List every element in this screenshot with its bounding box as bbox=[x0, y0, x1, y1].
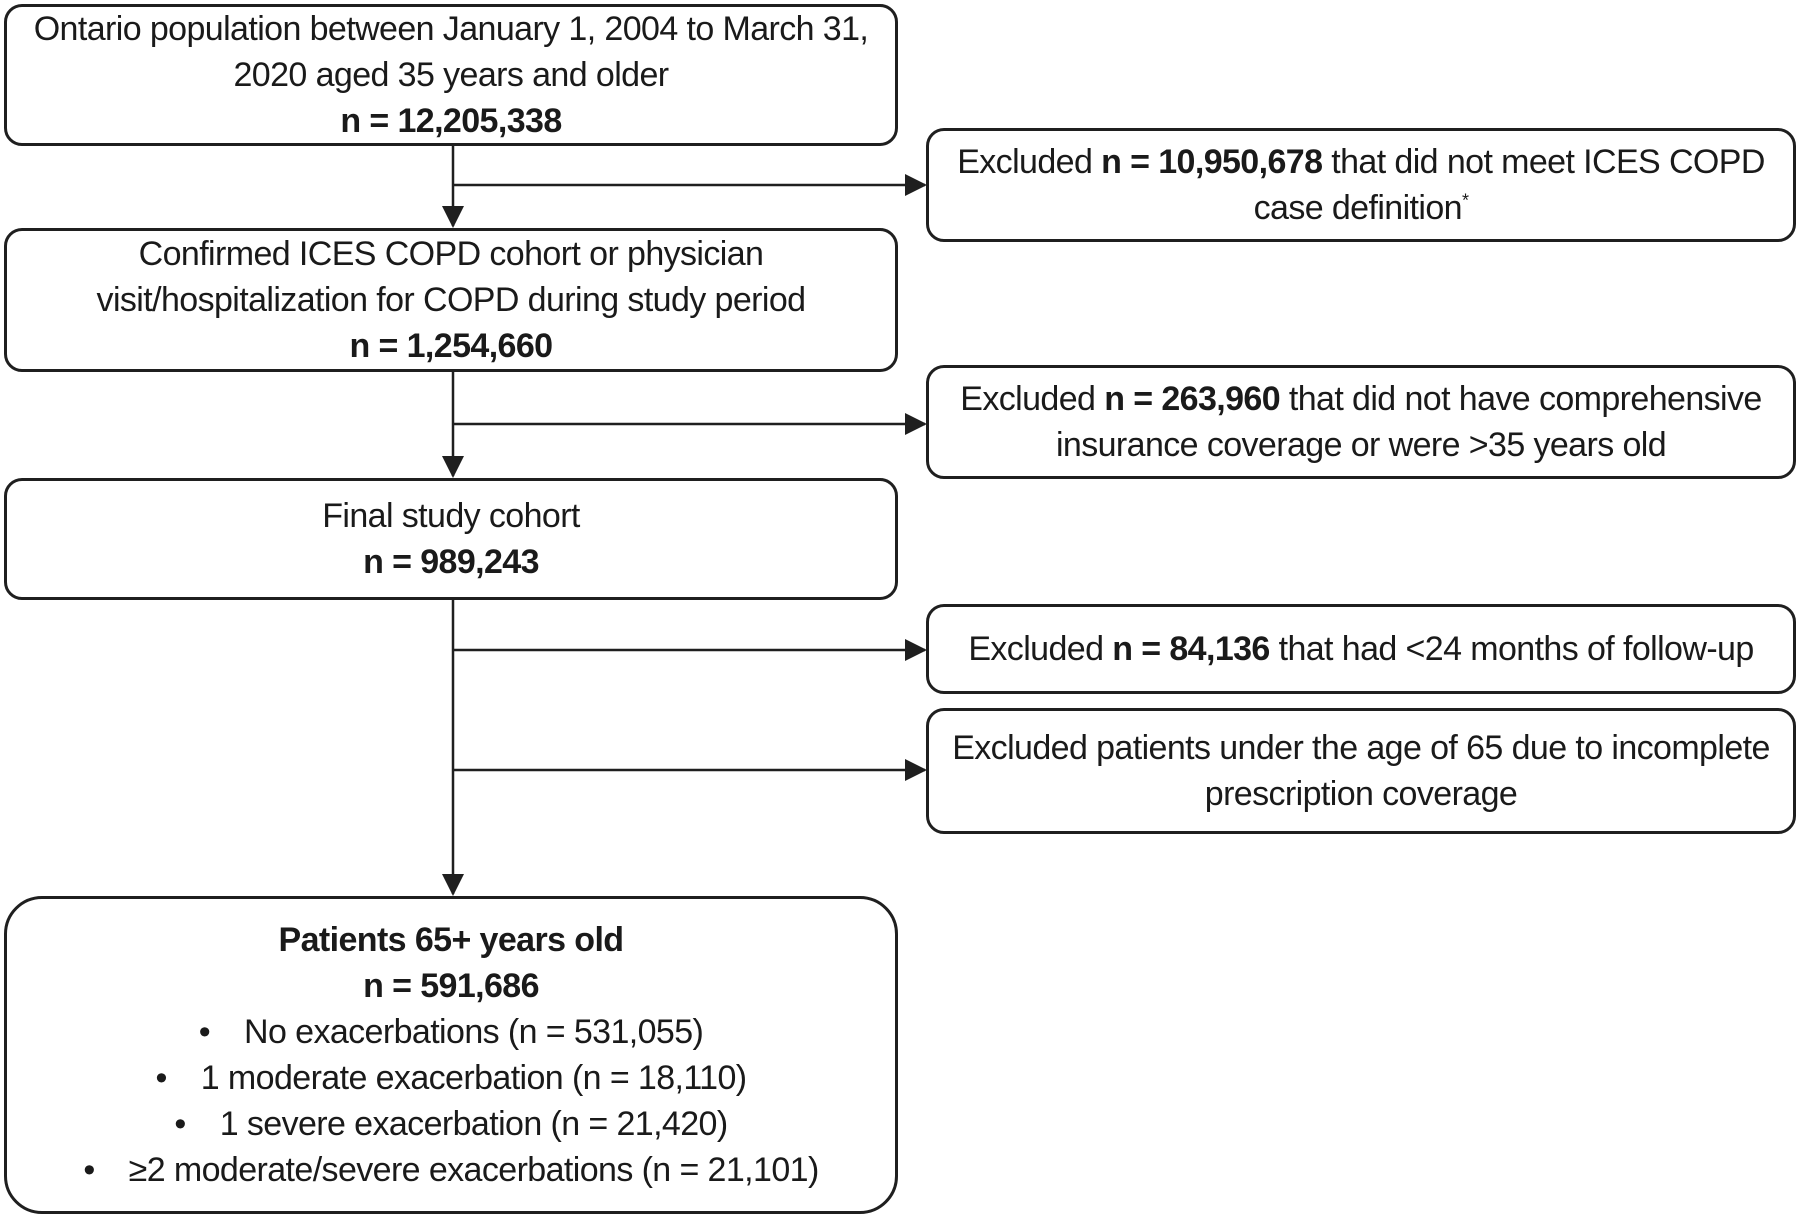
exclusion-1-suffix: that did not meet ICES COPD bbox=[1322, 143, 1765, 181]
confirmed-line-2: visit/hospitalization for COPD during st… bbox=[96, 281, 807, 319]
list-item-text: ≥2 moderate/severe exacerbations (n = 21… bbox=[128, 1151, 820, 1189]
list-item: • 1 moderate exacerbation (n = 18,110) bbox=[83, 1055, 818, 1101]
list-item-text: 1 severe exacerbation (n = 21,420) bbox=[219, 1105, 728, 1143]
exclusion-1-line-2: case definition* bbox=[1254, 185, 1469, 231]
exclusion-2-suffix: that did not have comprehensive bbox=[1280, 380, 1762, 418]
exclusion-2-line-2: insurance coverage or were >35 years old bbox=[1055, 426, 1667, 464]
confirmed-count: n = 1,254,660 bbox=[349, 327, 554, 365]
population-line-1: Ontario population between January 1, 20… bbox=[33, 10, 869, 48]
exclusion-4-line-2: prescription coverage bbox=[1204, 775, 1518, 813]
bullet-dot: • bbox=[198, 1013, 211, 1051]
list-item: • ≥2 moderate/severe exacerbations (n = 2… bbox=[83, 1147, 820, 1193]
list-item-text: 1 moderate exacerbation (n = 18,110) bbox=[200, 1059, 747, 1097]
confirmed-line-1: Confirmed ICES COPD cohort or physician bbox=[138, 235, 764, 273]
population-count: n = 12,205,338 bbox=[340, 102, 562, 140]
exclusion-2-line-1: Excluded n = 263,960 that did not have c… bbox=[960, 376, 1762, 422]
list-item-text: No exacerbations (n = 531,055) bbox=[244, 1013, 704, 1051]
exclusion-4-line-1: Excluded patients under the age of 65 du… bbox=[952, 729, 1770, 767]
patients-65-title: Patients 65+ years old bbox=[278, 921, 625, 959]
list-item: • 1 severe exacerbation (n = 21,420) bbox=[83, 1101, 818, 1147]
confirmed-cohort-box: Confirmed ICES COPD cohort or physician … bbox=[4, 228, 898, 372]
patients-65-count: n = 591,686 bbox=[363, 967, 539, 1005]
exacerbation-list: • No exacerbations (n = 531,055) • 1 moder… bbox=[83, 1009, 820, 1193]
list-item: • No exacerbations (n = 531,055) bbox=[83, 1009, 818, 1055]
exclusion-1-prefix: Excluded bbox=[957, 143, 1102, 181]
final-cohort-line-1: Final study cohort bbox=[322, 497, 580, 535]
footnote-mark: * bbox=[1461, 190, 1469, 211]
exclusion-3-suffix: that had <24 months of follow-up bbox=[1269, 630, 1755, 668]
final-cohort-box: Final study cohort n = 989,243 bbox=[4, 478, 898, 600]
exclusion-1-line-2-text: case definition bbox=[1253, 189, 1463, 227]
exclusion-2-prefix: Excluded bbox=[960, 380, 1105, 418]
exclusion-box-3: Excluded n = 84,136 that had <24 months … bbox=[926, 604, 1796, 694]
bullet-dot: • bbox=[83, 1151, 95, 1189]
final-cohort-count: n = 989,243 bbox=[363, 543, 539, 581]
exclusion-3-count: n = 84,136 bbox=[1112, 630, 1270, 668]
population-line-2: 2020 aged 35 years and older bbox=[233, 56, 670, 94]
exclusion-box-1: Excluded n = 10,950,678 that did not mee… bbox=[926, 128, 1796, 242]
bullet-dot: • bbox=[174, 1105, 186, 1143]
bullet-dot: • bbox=[155, 1059, 167, 1097]
exclusion-2-count: n = 263,960 bbox=[1104, 380, 1281, 418]
population-box: Ontario population between January 1, 20… bbox=[4, 4, 898, 146]
exclusion-3-line-1: Excluded n = 84,136 that had <24 months … bbox=[968, 626, 1755, 672]
exclusion-box-2: Excluded n = 263,960 that did not have c… bbox=[926, 365, 1796, 479]
exclusion-box-4: Excluded patients under the age of 65 du… bbox=[926, 708, 1796, 834]
exclusion-3-prefix: Excluded bbox=[968, 630, 1113, 668]
exclusion-1-line-1: Excluded n = 10,950,678 that did not mee… bbox=[957, 139, 1765, 185]
exclusion-1-count: n = 10,950,678 bbox=[1101, 143, 1323, 181]
patients-65-box: Patients 65+ years old n = 591,686 • No e… bbox=[4, 896, 898, 1214]
